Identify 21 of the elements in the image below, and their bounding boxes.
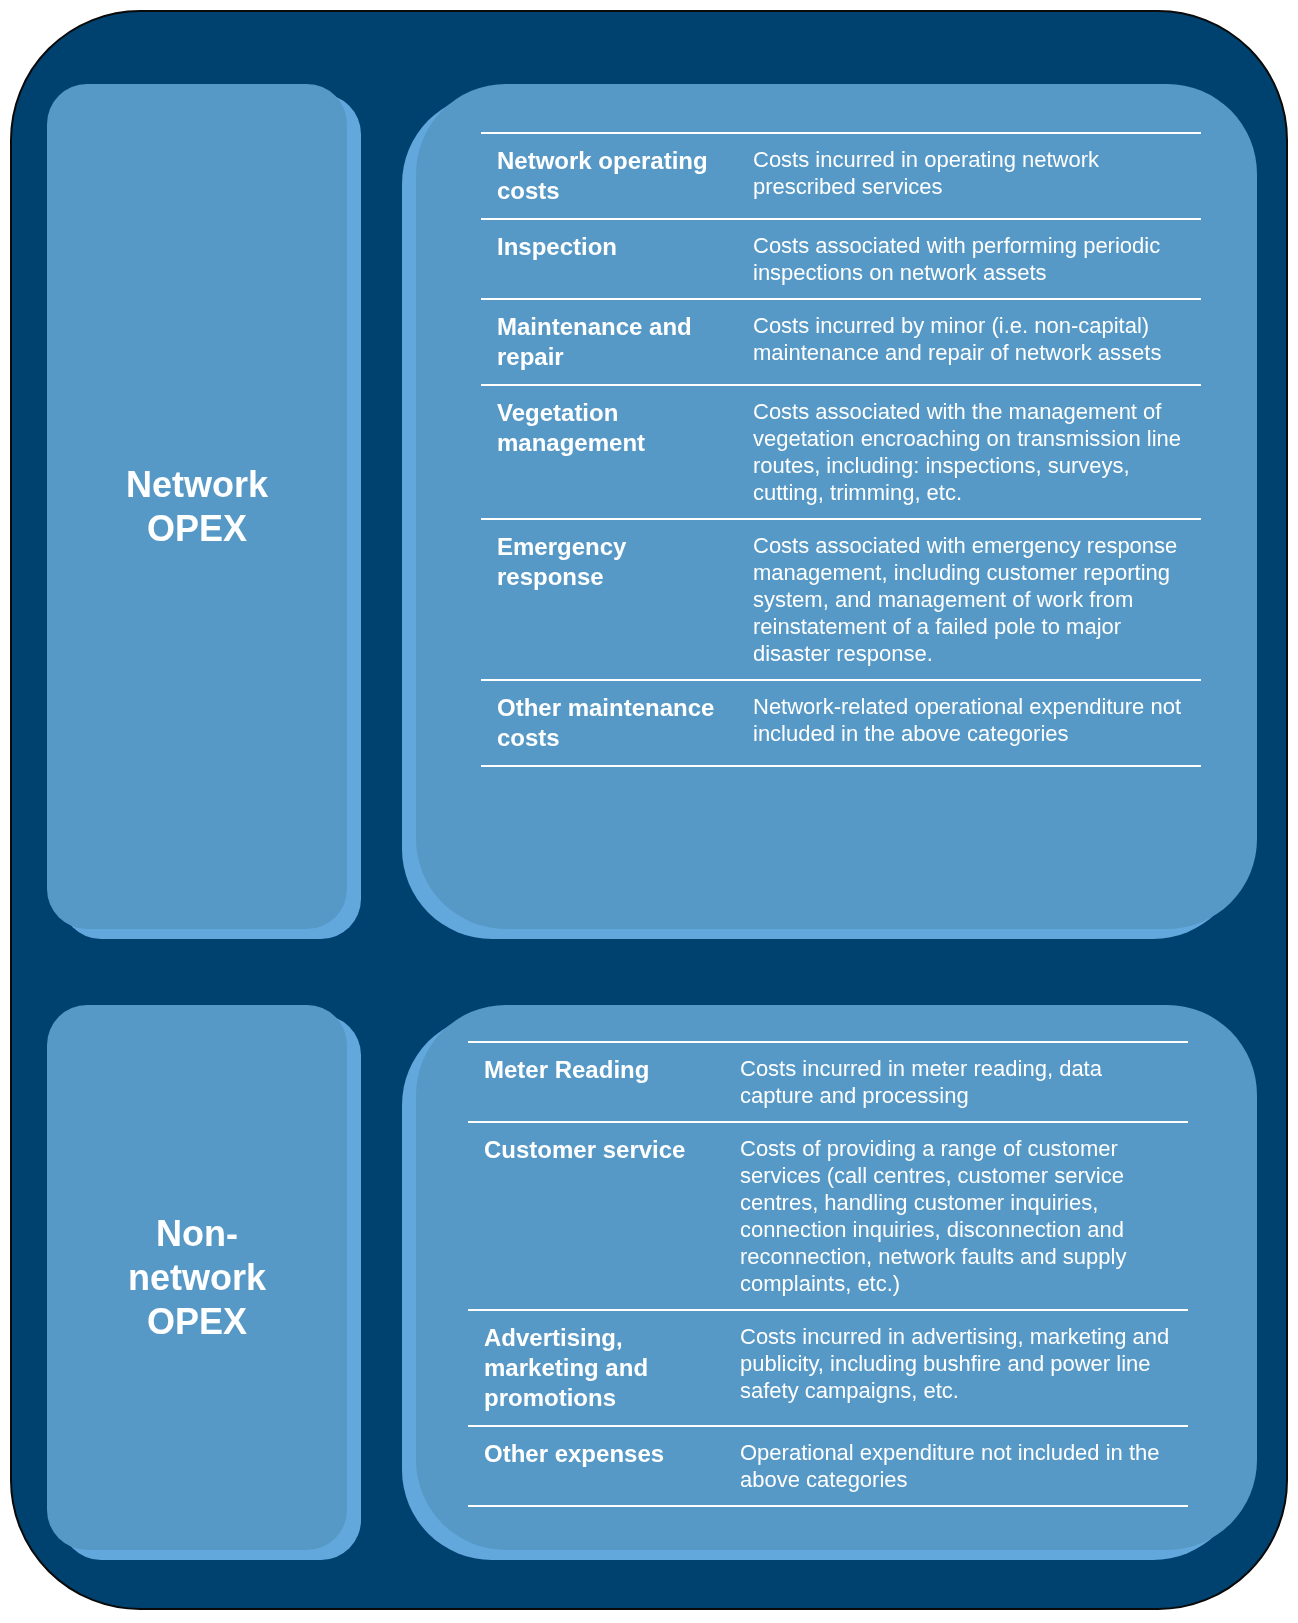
category-name: Advertising, marketing and promotions (468, 1310, 724, 1426)
category-name: Maintenance and repair (481, 299, 737, 385)
category-name: Customer service (468, 1122, 724, 1310)
category-name: Vegetation management (481, 385, 737, 519)
category-name: Other expenses (468, 1426, 724, 1506)
category-description: Costs incurred in meter reading, data capture and processing (724, 1042, 1188, 1122)
category-description: Costs incurred in operating network prescribed services (737, 133, 1201, 219)
category-description: Costs incurred by minor (i.e. non-capital) maintenance and repair of network assets (737, 299, 1201, 385)
category-description: Costs associated with emergency response management, including customer reporting system, and management of work from reinstatement of a failed pole to major disaster response. (737, 519, 1201, 680)
category-description: Costs of providing a range of customer services (call centres, customer service centres, handling customer inquiries, connection inquiries, disconnection and reconnection, network faults and supply complaints, etc.) (724, 1122, 1188, 1310)
category-description: Costs associated with the management of vegetation encroaching on transmission line routes, including: inspections, surveys, cutting, trimming, etc. (737, 385, 1201, 519)
category-name: Other maintenance costs (481, 680, 737, 766)
category-description: Costs associated with performing periodic inspections on network assets (737, 219, 1201, 299)
category-name: Network operating costs (481, 133, 737, 219)
category-description: Operational expenditure not included in the above categories (724, 1426, 1188, 1506)
category-name: Inspection (481, 219, 737, 299)
category-description: Network-related operational expenditure not included in the above categories (737, 680, 1201, 766)
category-description: Costs incurred in advertising, marketing and publicity, including bushfire and power line safety campaigns, etc. (724, 1310, 1188, 1426)
category-name: Emergency response (481, 519, 737, 680)
frame-background (10, 10, 1288, 1610)
category-name: Meter Reading (468, 1042, 724, 1122)
